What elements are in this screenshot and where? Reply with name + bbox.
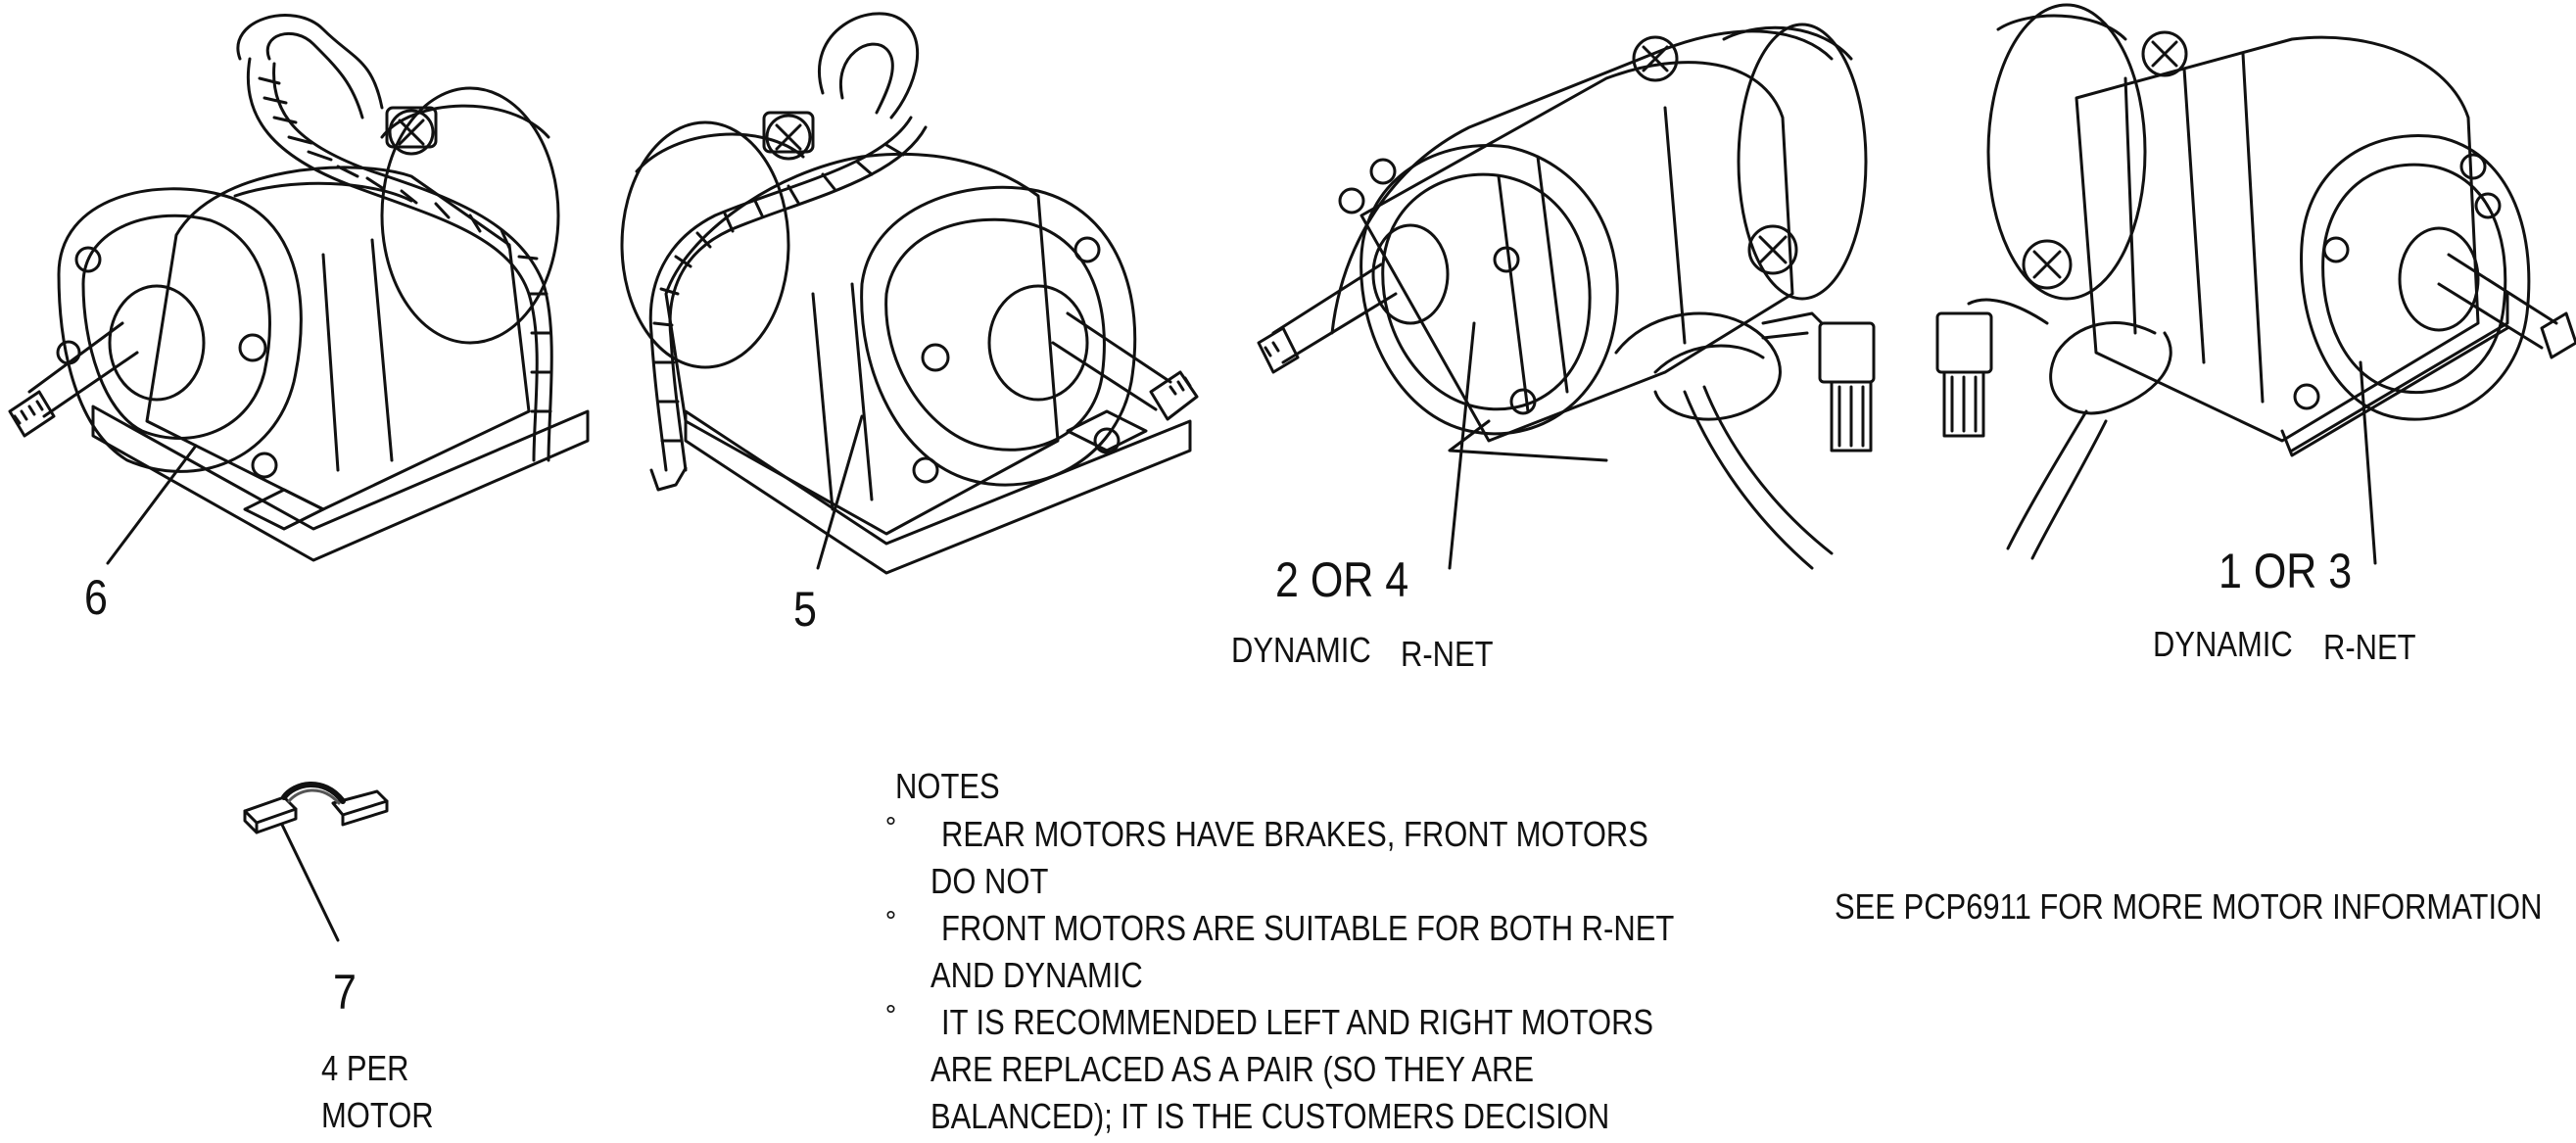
brush-7-drawing: [243, 782, 389, 942]
reference-note: SEE PCP6911 FOR MORE MOTOR INFORMATION: [1835, 886, 2543, 927]
caption-left-dynamic: DYNAMIC: [1231, 630, 1371, 670]
caption-right-rnet: R-NET: [2323, 627, 2416, 667]
callout-5: 5: [793, 582, 817, 637]
note-3-line-3: BALANCED); IT IS THE CUSTOMERS DECISION: [930, 1096, 1610, 1136]
motor-2-or-4-drawing: [1257, 23, 1876, 570]
note-bullet: °: [884, 1001, 897, 1030]
note-3-line-2: ARE REPLACED AS A PAIR (SO THEY ARE: [930, 1049, 1535, 1089]
brush-qty-line2: MOTOR: [321, 1095, 434, 1135]
callout-6: 6: [84, 570, 108, 625]
note-bullet: °: [884, 813, 897, 842]
callout-2-or-4: 2 OR 4: [1275, 552, 1409, 607]
caption-right-dynamic: DYNAMIC: [2153, 624, 2293, 664]
note-1-line-1: REAR MOTORS HAVE BRAKES, FRONT MOTORS: [941, 814, 1648, 854]
notes-title: NOTES: [895, 766, 1000, 806]
note-2-line-2: AND DYNAMIC: [930, 955, 1143, 995]
note-2-line-1: FRONT MOTORS ARE SUITABLE FOR BOTH R-NET: [941, 908, 1675, 948]
brush-qty-line1: 4 PER: [321, 1048, 409, 1088]
motor-1-or-3-drawing: [1935, 3, 2576, 565]
caption-left-rnet: R-NET: [1401, 634, 1494, 674]
motor-5-drawing: [620, 12, 1199, 575]
note-bullet: °: [884, 907, 897, 936]
motor-6-drawing: [8, 14, 590, 565]
callout-7: 7: [333, 965, 357, 1020]
callout-1-or-3: 1 OR 3: [2218, 544, 2353, 598]
note-1-line-2: DO NOT: [930, 861, 1049, 901]
note-3-line-1: IT IS RECOMMENDED LEFT AND RIGHT MOTORS: [941, 1002, 1654, 1042]
